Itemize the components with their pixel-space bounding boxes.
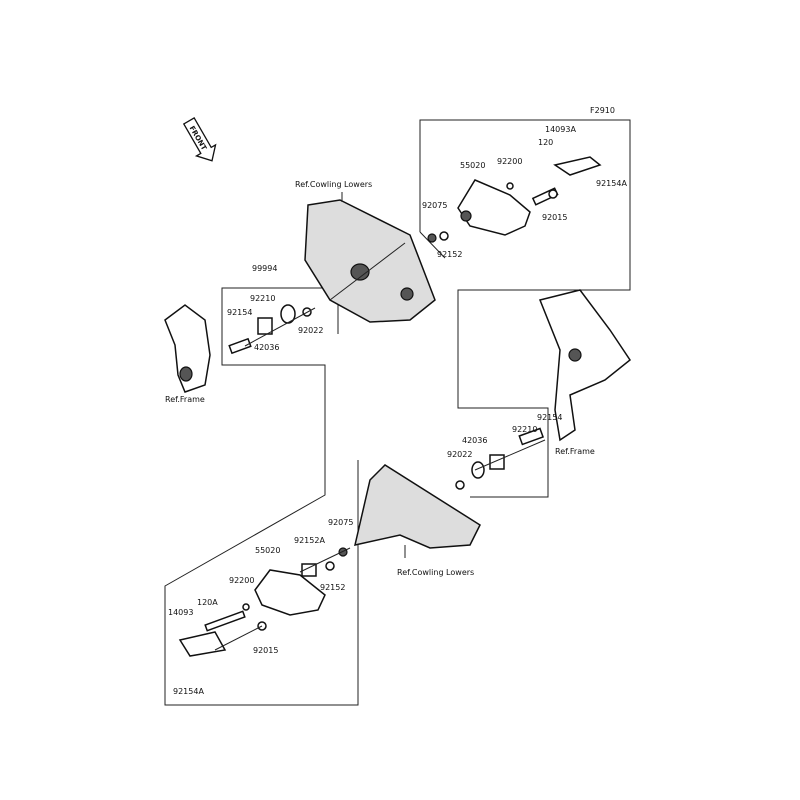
slider-lower	[254, 569, 326, 616]
cowling-lower-lower	[354, 464, 481, 549]
label-92200: 92200	[497, 157, 522, 166]
label-120A: 120A	[197, 598, 218, 607]
label-92075: 92075	[422, 201, 447, 210]
label-55020-lower: 55020	[255, 546, 280, 555]
label-92210-lower: 92210	[512, 425, 537, 434]
label-ref-frame-right: Ref.Frame	[555, 447, 595, 456]
frame-right	[538, 289, 632, 442]
label-99994: 99994	[252, 264, 277, 273]
label-120: 120	[538, 138, 553, 147]
label-92022-lower: 92022	[447, 450, 472, 459]
label-ref-cowling-upper: Ref.Cowling Lowers	[295, 180, 372, 189]
label-92210: 92210	[250, 294, 275, 303]
slider-upper	[457, 179, 531, 236]
label-92154A-lower: 92154A	[173, 687, 204, 696]
label-92075-lower: 92075	[328, 518, 353, 527]
label-92154: 92154	[227, 308, 252, 317]
label-92200-lower: 92200	[229, 576, 254, 585]
label-92152: 92152	[437, 250, 462, 259]
front-arrow-icon: FRONT	[182, 117, 217, 162]
left-group-frame	[164, 287, 359, 706]
cowling-lower-upper	[304, 199, 436, 323]
label-14093A: 14093A	[545, 125, 576, 134]
label-92022: 92022	[298, 326, 323, 335]
label-14093: 14093	[168, 608, 193, 617]
label-92154-lower: 92154	[537, 413, 562, 422]
label-ref-cowling-lower: Ref.Cowling Lowers	[397, 568, 474, 577]
label-42036: 42036	[254, 343, 279, 352]
label-ref-frame-left: Ref.Frame	[165, 395, 205, 404]
upper-group-frame	[419, 119, 631, 498]
label-92152A: 92152A	[294, 536, 325, 545]
label-42036-lower: 42036	[462, 436, 487, 445]
label-92015-lower: 92015	[253, 646, 278, 655]
figure-code: F2910	[590, 106, 615, 115]
label-92152-lower: 92152	[320, 583, 345, 592]
label-55020: 55020	[460, 161, 485, 170]
frame-left	[164, 304, 211, 393]
label-92154A: 92154A	[596, 179, 627, 188]
label-92015: 92015	[542, 213, 567, 222]
